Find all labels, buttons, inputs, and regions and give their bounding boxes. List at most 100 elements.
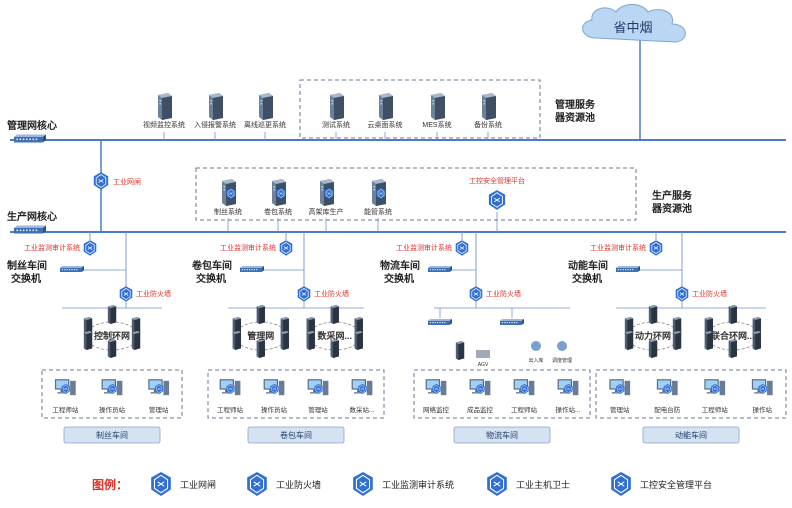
audit-system: 工业监测审计系统 — [24, 240, 97, 256]
workshop-name-label: 制丝车间 — [96, 430, 128, 440]
operator-icon — [531, 341, 541, 351]
server-icon — [379, 93, 393, 120]
mgmt-server-label: MES系统 — [422, 120, 451, 129]
mgmt-server-label: 云桌面系统 — [368, 120, 403, 129]
prod-core: 生产网核心 — [7, 210, 57, 234]
workstation-label: 成品监控 — [467, 405, 494, 414]
ring-network: 控制环网 — [83, 304, 141, 358]
workshop-name-label: 物流车间 — [486, 430, 518, 440]
workshop-switch-label-1: 物流车间 — [380, 259, 420, 272]
workshop-0: 工业监测审计系统制丝车间交换机工业防火墙控制环网工程师站操作员站管理站制丝车间 — [7, 232, 183, 444]
plc-server-icon — [306, 330, 315, 350]
workstation-label: 操作员站 — [99, 405, 126, 414]
legend-item-label: 工业网闸 — [180, 480, 216, 490]
server-icon — [259, 93, 273, 120]
agv-icon — [476, 350, 490, 358]
workstation-label: 数采站... — [350, 405, 375, 414]
ring-label: 动力环网 — [635, 330, 671, 341]
legend-item-label: 工业主机卫士 — [516, 479, 570, 490]
workshop-switch-icon — [428, 266, 452, 272]
ring-network: 管理网 — [232, 304, 289, 358]
workstation-label: 工程师站 — [702, 405, 729, 414]
audit-label: 工业监测审计系统 — [590, 243, 646, 252]
audit-label: 工业监测审计系统 — [220, 243, 276, 252]
legend-item-label: 工业防火墙 — [276, 479, 321, 490]
plc-server-icon — [280, 330, 289, 350]
plc-server-icon — [256, 304, 265, 324]
legend-item-label: 工控安全管理平台 — [640, 479, 712, 490]
server-icon — [482, 93, 496, 120]
plc-server-icon — [354, 330, 363, 350]
workstation-label: 工程师站 — [511, 405, 538, 414]
legend-item-label: 工业监测审计系统 — [382, 479, 454, 490]
audit-label: 工业监测审计系统 — [396, 243, 452, 252]
agv-label: AGV — [478, 362, 489, 368]
workstation-label: 管理站 — [610, 405, 630, 414]
workshop-name: 动能车间 — [642, 426, 740, 444]
workshop-switch-icon — [240, 266, 264, 272]
workshop-switch-label-2: 交换机 — [384, 272, 414, 285]
workshop-2: 工业监测审计系统物流车间交换机工业防火墙AGV出入库调度管理网络监控成品监控工程… — [380, 232, 591, 444]
workstation-group: 网络监控成品监控工程师站操作站... — [413, 369, 591, 419]
workshop-name: 物流车间 — [453, 426, 551, 444]
mgmt-core: 管理网核心 — [7, 119, 57, 143]
server-icon — [431, 93, 445, 120]
mgmt-pool-title-2: 器资源池 — [554, 111, 595, 124]
industrial-firewall: 工业防火墙 — [469, 286, 521, 302]
workstation-label: 配电台防 — [654, 405, 681, 414]
workshop-switch-label-1: 制丝车间 — [7, 259, 47, 272]
plc-server-icon — [107, 304, 117, 324]
workshop-switch-label-2: 交换机 — [196, 272, 226, 285]
operator-icon — [557, 341, 567, 351]
prod-core-switch-icon — [14, 225, 46, 234]
ring-network: 数采网... — [306, 304, 363, 358]
audit-system: 工业监测审计系统 — [590, 240, 663, 256]
legend-shield-icon — [352, 472, 374, 496]
audit-shield-icon — [279, 240, 293, 256]
workshop-switch-icon — [60, 266, 84, 272]
plc-server-icon — [83, 330, 93, 350]
cloud-label: 省中烟 — [613, 20, 652, 35]
industrial-firewall: 工业防火墙 — [119, 286, 171, 302]
workshop-switch-label-2: 交换机 — [572, 272, 602, 285]
audit-label: 工业监测审计系统 — [24, 243, 80, 252]
legend-shield-icon — [610, 472, 632, 496]
plc-server-icon — [728, 338, 737, 358]
ring-network: 动力环网 — [624, 304, 682, 358]
platform-label: 工控安全管理平台 — [469, 176, 525, 185]
plc-server-icon — [330, 338, 339, 358]
firewall-shield-icon — [119, 286, 133, 302]
prod-core-label: 生产网核心 — [7, 210, 57, 223]
workshop-switch-label-1: 卷包车间 — [191, 259, 232, 272]
firewall-shield-icon — [469, 286, 483, 302]
workshop-1: 工业监测审计系统卷包车间交换机工业防火墙管理网数采网...工程师站操作员站管理站… — [191, 232, 385, 444]
plc-server-icon — [330, 304, 339, 324]
prod-server-label: 高架库生产 — [309, 207, 344, 216]
server-icon — [209, 93, 223, 120]
ring-label: 联合环网... — [711, 330, 755, 341]
audit-system: 工业监测审计系统 — [396, 240, 469, 256]
workstation-group: 工程师站操作员站管理站 — [41, 369, 183, 419]
server-icon — [158, 93, 172, 120]
cloud-node: 省中烟 — [582, 4, 686, 43]
legend-shield-icon — [486, 472, 508, 496]
audit-shield-icon — [455, 240, 469, 256]
plc-server-icon — [648, 304, 658, 324]
firewall-label: 工业防火墙 — [692, 289, 727, 298]
mgmt-core-switch-icon — [14, 134, 46, 143]
firewall-label: 工业防火墙 — [486, 289, 521, 298]
mgmt-server-label: 离线巡更系统 — [244, 120, 286, 129]
workshop-name: 卷包车间 — [247, 426, 345, 444]
audit-system: 工业监测审计系统 — [220, 240, 293, 256]
workstation-group: 工程师站操作员站管理站数采站... — [207, 369, 385, 419]
plc-server-icon — [107, 338, 117, 358]
ring-label: 管理网 — [247, 330, 274, 341]
mgmt-server-label: 备份系统 — [474, 120, 502, 129]
ring-network: 联合环网... — [704, 304, 761, 358]
plc-server-icon — [256, 338, 265, 358]
audit-shield-icon — [649, 240, 663, 256]
device-label: 调度管理 — [552, 357, 572, 364]
workstation-label: 管理站 — [149, 405, 169, 414]
